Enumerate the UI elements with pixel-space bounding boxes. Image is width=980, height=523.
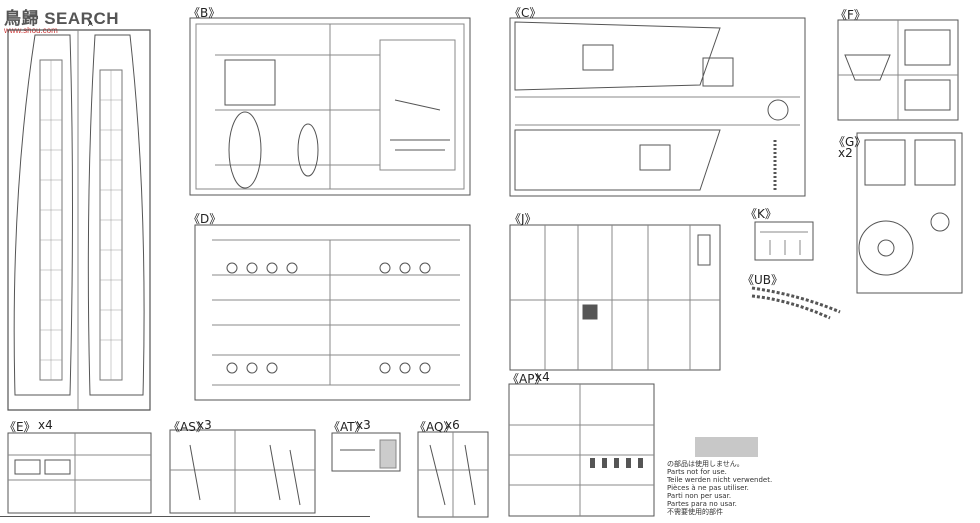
sprue-label-j: 《J》 [509,212,537,226]
legend-line: Parts not for use. [667,468,727,476]
divider [0,516,370,517]
legend-line: Pièces à ne pas utiliser. [667,484,749,492]
sprue-label-g: 《G》 [833,135,867,149]
sprue-label-ap: 《AP》 [507,372,547,386]
sprue-label-k: 《K》 [745,207,777,221]
sprue-label-at: 《AT》 [328,420,367,434]
sprue-label-a: A [88,20,93,28]
unused-parts-legend: の部品は使用しません。 Parts not for use. Teile wer… [667,460,772,516]
sprue-label-e: 《E》 [4,420,36,434]
sprue-label-d: 《D》 [188,212,222,226]
sprue-mult-g: x2 [838,146,853,160]
legend-line: Parti non per usar. [667,492,732,500]
sprue-label-b: 《B》 [188,6,221,20]
sprue-label-ub: 《UB》 [742,273,784,287]
unused-parts-swatch [695,437,758,457]
legend-line: Teile werden nicht verwendet. [667,476,773,484]
sprue-label-aq: 《AQ》 [414,420,456,434]
legend-line: Partes para no usar. [667,500,737,508]
sprue-mult-as: x3 [197,418,212,432]
sprue-mult-e: x4 [38,418,53,432]
watermark-brand: 鳥歸 SEARCH [4,9,120,28]
sprue-mult-at: x3 [356,418,371,432]
sprue-mult-ap: x4 [535,370,550,384]
sprue-label-f: 《F》 [835,8,866,22]
sprue-label-as: 《AS》 [168,420,208,434]
sprue-mult-aq: x6 [445,418,460,432]
legend-line: 不需要使用的部件 [667,508,723,516]
sprue-label-c: 《C》 [509,6,542,20]
legend-line: の部品は使用しません。 [667,460,744,468]
